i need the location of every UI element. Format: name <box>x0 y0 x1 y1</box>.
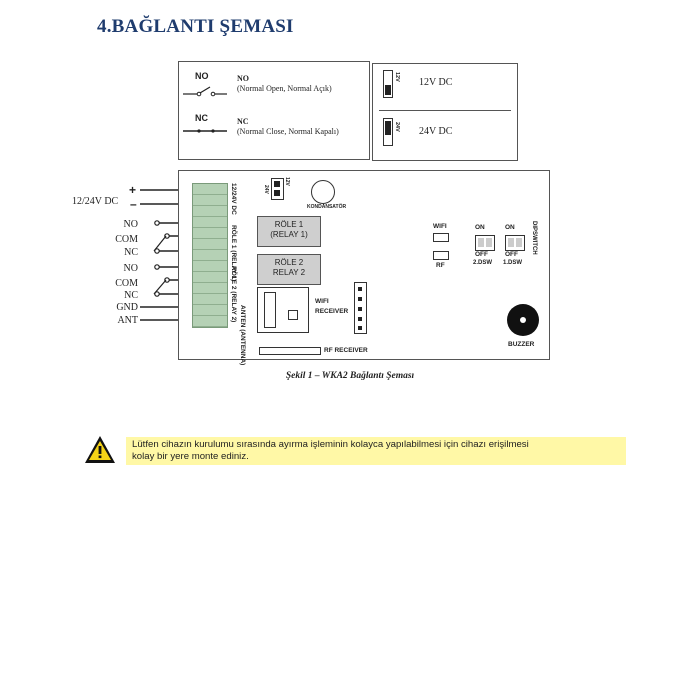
power-input-label: 12/24V DC <box>72 196 119 207</box>
voltage-24v-label: 24V DC <box>419 126 453 137</box>
gnd-label: GND <box>116 302 138 313</box>
nc-title: NC <box>237 117 249 126</box>
nc1-label: NC <box>124 247 138 258</box>
buzzer <box>507 304 539 336</box>
dsw1-off-label: OFF <box>505 251 518 258</box>
terminal-block <box>192 183 228 328</box>
wifi-receiver-label-2: RECEIVER <box>315 308 349 315</box>
ant-label: ANT <box>117 315 138 326</box>
warning-icon <box>85 436 115 463</box>
board-jumper-12v-label: 12V <box>284 177 290 186</box>
dip-switch-2[interactable] <box>475 235 495 251</box>
no-contact-symbol <box>183 86 227 97</box>
wifi-led-label: WIFI <box>433 223 447 230</box>
terminal-antenna-label: ANTEN (ANTENNA) <box>239 305 246 366</box>
no-symbol-label: NO <box>195 71 209 81</box>
dsw2-off-label: OFF <box>475 251 488 258</box>
jumper-12v <box>383 70 393 98</box>
voltage-12v-label: 12V DC <box>419 77 453 88</box>
board-jumper-header <box>271 178 284 200</box>
nc-description: (Normal Close, Normal Kapalı) <box>237 127 339 136</box>
com1-label: COM <box>115 234 138 245</box>
terminal-power-label: 12/24V DC <box>230 183 237 215</box>
legend-box: NO NO (Normal Open, Normal Açık) NC NC (… <box>178 61 370 160</box>
wifi-receiver-label-1: WIFI <box>315 298 329 305</box>
terminal-relay1-label: RÖLE 1 (RELAY 1) <box>230 225 237 282</box>
rf-receiver-module <box>259 347 321 355</box>
wifi-pin-header <box>354 282 367 334</box>
capacitor <box>311 180 335 204</box>
dipswitch-label: DIPSWITCH <box>531 221 537 255</box>
jumper-12v-label: 12V <box>394 72 400 82</box>
wifi-receiver-module <box>257 287 309 333</box>
rf-led-label: RF <box>436 262 445 269</box>
warning-text-line2: kolay bir yere monte ediniz. <box>132 451 249 462</box>
section-title: 4.BAĞLANTI ŞEMASI <box>97 16 294 37</box>
wifi-led <box>433 233 449 242</box>
controller-board: 12/24V DC RÖLE 1 (RELAY 1) RÖLE 2 (RELAY… <box>178 170 550 365</box>
minus-label: – <box>130 197 137 211</box>
capacitor-label: KONDANSATÖR <box>307 204 347 210</box>
relay-1-line1: RÖLE 1 <box>274 220 304 229</box>
voltage-divider <box>379 110 511 111</box>
voltage-box: 12V 12V DC 24V 24V DC <box>372 63 518 161</box>
rf-led <box>433 251 449 260</box>
rf-receiver-label: RF RECEIVER <box>324 347 368 354</box>
warning-notice: Lütfen cihazın kurulumu sırasında ayırma… <box>126 437 626 465</box>
no-description: (Normal Open, Normal Açık) <box>237 84 332 93</box>
com2-label: COM <box>115 278 138 289</box>
relay-1: RÖLE 1 (RELAY 1) <box>257 216 321 247</box>
dip-switch-1[interactable] <box>505 235 525 251</box>
dsw2-on-label: ON <box>475 224 485 231</box>
relay-2-line1: RÖLE 2 <box>274 258 304 267</box>
no-title: NO <box>237 74 249 83</box>
jumper-24v-label: 24V <box>394 122 400 132</box>
plus-label: + <box>129 183 137 197</box>
warning-text-line1: Lütfen cihazın kurulumu sırasında ayırma… <box>132 439 529 450</box>
no2-label: NO <box>123 263 138 274</box>
jumper-24v <box>383 118 393 146</box>
relay-2-line2: RELAY 2 <box>272 268 306 277</box>
board-jumper-24v-label: 24V <box>263 185 269 194</box>
dsw1-on-label: ON <box>505 224 515 231</box>
dsw1-label: 1.DSW <box>503 260 523 266</box>
nc2-label: NC <box>124 290 138 301</box>
no1-label: NO <box>123 219 138 230</box>
relay-1-line2: (RELAY 1) <box>270 230 308 239</box>
figure-caption: Şekil 1 – WKA2 Bağlantı Şeması <box>285 371 415 381</box>
nc-symbol-label: NC <box>195 113 208 123</box>
terminal-relay2-label: RÖLE 2 (RELAY 2) <box>230 266 237 323</box>
nc-contact-symbol <box>183 129 227 133</box>
buzzer-label: BUZZER <box>508 341 535 348</box>
relay-2: RÖLE 2 RELAY 2 <box>257 254 321 285</box>
dsw2-label: 2.DSW <box>473 260 493 266</box>
